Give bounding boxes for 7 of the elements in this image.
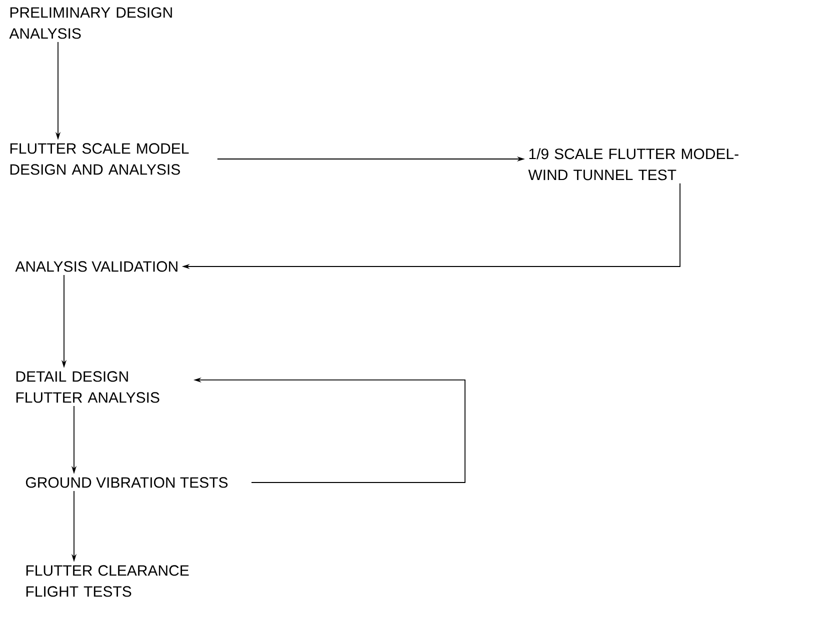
text-label: FLUTTER SCALE MODEL DESIGN AND ANALYSIS: [10, 143, 189, 175]
text-label: FLUTTER CLEARANCE FLIGHT TESTS: [26, 565, 189, 597]
text-label: ANALYSIS VALIDATION: [15, 261, 178, 272]
text-label: 1/9 SCALE FLUTTER MODEL-WIND TUNNEL TEST: [528, 148, 738, 180]
text-label: DETAIL DESIGN FLUTTER ANALYSIS: [16, 371, 160, 403]
text-label: GROUND VIBRATION TESTS: [26, 477, 228, 488]
text-label: PRELIMINARY DESIGN ANALYSIS: [9, 7, 172, 39]
